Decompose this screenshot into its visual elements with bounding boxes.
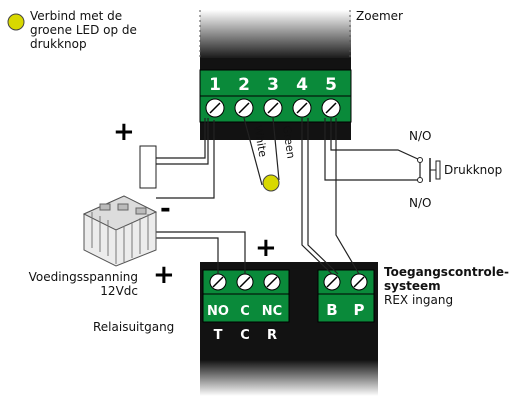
relay-terminal-nc: NC	[262, 304, 282, 319]
buzzer-label: Zoemer	[356, 9, 403, 23]
wire-label-green: Green	[280, 125, 298, 160]
relay-letter-r: R	[267, 328, 277, 343]
power-connector-icon	[82, 195, 158, 267]
plus-sign-left: +	[153, 260, 175, 290]
pushbutton-contact-bottom-label: N/O	[409, 196, 432, 210]
top-terminal-block: 1 2 3 4 5	[199, 69, 352, 123]
relay-output-label: Relaisuitgang	[93, 320, 175, 334]
access-title-line-1: Toegangscontrole-	[384, 265, 509, 279]
terminal-number-5: 5	[325, 75, 337, 95]
power-label-line-1: Voedingsspanning	[28, 270, 138, 284]
plus-terminal-bracket	[139, 145, 157, 189]
power-supply-label: Voedingsspanning 12Vdc	[8, 270, 138, 298]
terminal-number-4: 4	[296, 75, 308, 95]
pushbutton-contact-top-label: N/O	[409, 129, 432, 143]
relay-terminal-block: NO C NC T C R	[202, 269, 290, 343]
wire-label-white: White	[251, 124, 269, 158]
relay-terminal-c: C	[240, 304, 250, 319]
relay-terminal-no: NO	[207, 304, 229, 319]
access-terminal-b: B	[326, 301, 337, 319]
terminal-number-1: 1	[209, 75, 221, 95]
access-subtitle: REX ingang	[384, 293, 454, 307]
access-terminal-block: B P	[317, 269, 375, 323]
access-terminal-p: P	[354, 301, 365, 319]
minus-sign: -	[160, 194, 171, 224]
relay-letter-c: C	[240, 328, 250, 343]
power-label-line-2: 12Vdc	[100, 284, 138, 298]
relay-letter-t: T	[214, 328, 223, 343]
legend-line-1: Verbind met de	[30, 9, 123, 23]
plus-sign-top: +	[113, 117, 135, 147]
pushbutton-label: Drukknop	[444, 163, 503, 177]
access-title-line-2: systeem	[384, 279, 441, 293]
legend-led-icon	[7, 13, 25, 31]
top-terminal-screws	[205, 98, 341, 118]
legend-text: Verbind met de groene LED op de drukknop	[30, 9, 137, 51]
terminal-number-3: 3	[267, 75, 279, 95]
plus-sign-right: +	[255, 233, 277, 263]
legend-line-3: drukknop	[30, 37, 87, 51]
terminal-number-2: 2	[238, 75, 250, 95]
wires	[156, 117, 421, 275]
legend-line-2: groene LED op de	[30, 23, 137, 37]
access-control-label: Toegangscontrole- systeem REX ingang	[384, 265, 509, 307]
pushbutton-symbol	[417, 157, 441, 183]
green-led-icon	[262, 174, 280, 192]
